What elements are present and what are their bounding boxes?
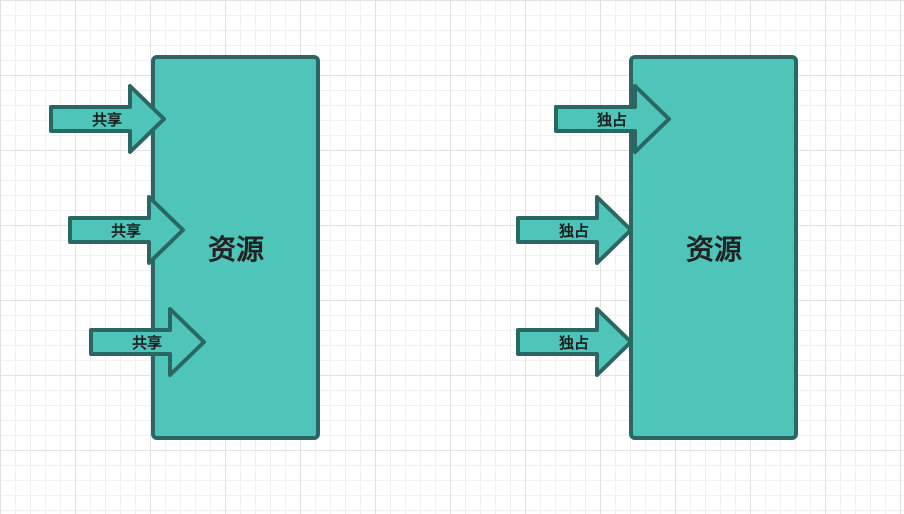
exclusive-access-group: 资源 独占 独占 独占 xyxy=(516,55,798,440)
resource-label-left: 资源 xyxy=(208,233,264,266)
arrow-shape xyxy=(516,195,633,265)
arrow-label: 独占 xyxy=(559,334,589,352)
arrow-label: 独占 xyxy=(559,222,589,240)
resource-label-right: 资源 xyxy=(686,233,742,266)
shared-arrow-3: 共享 xyxy=(89,307,206,377)
exclusive-arrow-2: 独占 xyxy=(516,195,633,265)
exclusive-arrow-1: 独占 xyxy=(554,84,671,154)
arrow-label: 共享 xyxy=(111,222,141,240)
shared-access-group: 资源 共享 共享 共享 xyxy=(49,55,320,440)
exclusive-arrow-3: 独占 xyxy=(516,307,633,377)
resource-box-right xyxy=(629,55,798,440)
arrow-shape xyxy=(516,307,633,377)
arrow-label: 独占 xyxy=(597,111,627,129)
arrow-shape xyxy=(49,84,166,154)
shared-arrow-2: 共享 xyxy=(68,195,185,265)
arrow-shape xyxy=(89,307,206,377)
arrow-shape xyxy=(68,195,185,265)
arrow-label: 共享 xyxy=(132,334,162,352)
arrow-shape xyxy=(554,84,671,154)
shared-arrow-1: 共享 xyxy=(49,84,166,154)
arrow-label: 共享 xyxy=(92,111,122,129)
